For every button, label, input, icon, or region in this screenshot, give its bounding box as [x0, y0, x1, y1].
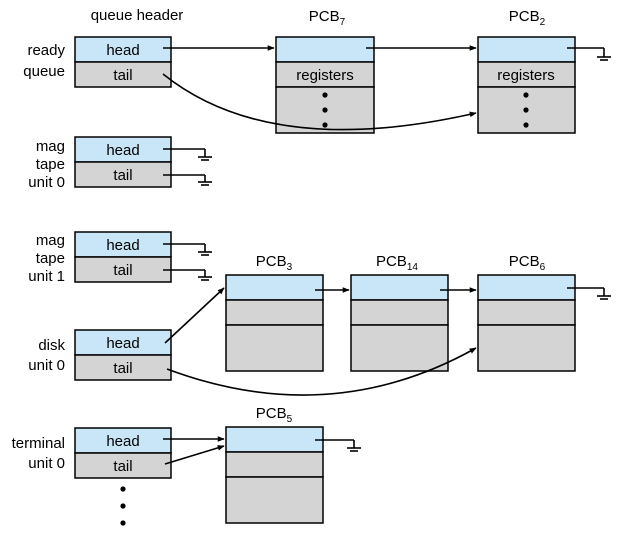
- pcb14-block: [350, 274, 449, 372]
- pcb2-label: PCB2: [509, 8, 546, 28]
- svg-text:tape: tape: [36, 156, 65, 173]
- terminal-unit-0-label: terminal unit 0: [12, 435, 65, 472]
- svg-text:queue: queue: [23, 63, 65, 80]
- pcb3-block: [225, 274, 324, 372]
- pcb2-dot: [523, 122, 529, 128]
- disk-tail-field: tail: [113, 360, 132, 377]
- ready-queue-label: ready queue: [23, 42, 65, 80]
- pcb7-dot: [322, 107, 328, 113]
- ground-symbol: [567, 287, 611, 300]
- ground-symbol: [163, 269, 212, 281]
- terminal-unit-0-header: head tail: [74, 427, 172, 479]
- mag1-tail-field: tail: [113, 262, 132, 279]
- svg-text:terminal: terminal: [12, 435, 65, 452]
- continuation-dot: [120, 503, 126, 509]
- ready-tail-arrow: [162, 73, 477, 131]
- pcb2-registers: registers: [497, 67, 555, 84]
- pcb2-block: registers: [477, 36, 576, 134]
- pcb7-block: registers: [275, 36, 375, 134]
- ground-symbol: [567, 47, 611, 61]
- svg-text:mag: mag: [36, 138, 65, 155]
- mag-tape-unit-1-header: head tail: [74, 231, 172, 283]
- disk-tail-arrow: [166, 347, 477, 396]
- pcb6-label: PCB6: [509, 253, 546, 273]
- mag-tape-unit-1-label: mag tape unit 1: [28, 232, 65, 285]
- ready-head-field: head: [106, 42, 139, 59]
- pcb3-label: PCB3: [256, 253, 293, 273]
- mag-tape-unit-0-label: mag tape unit 0: [28, 138, 65, 191]
- ready-tail-field: tail: [113, 67, 132, 84]
- ground-symbol: [163, 148, 212, 161]
- pcb5-block: [225, 426, 324, 524]
- ready-queue-header: head tail: [74, 36, 172, 88]
- pcb2-dot: [523, 92, 529, 98]
- disk-head-field: head: [106, 335, 139, 352]
- terminal-head-field: head: [106, 433, 139, 450]
- mag0-head-field: head: [106, 142, 139, 159]
- pcb14-label: PCB14: [376, 253, 418, 273]
- svg-text:disk: disk: [38, 337, 65, 354]
- pcb7-dot: [322, 92, 328, 98]
- svg-text:unit 0: unit 0: [28, 455, 65, 472]
- mag0-tail-field: tail: [113, 167, 132, 184]
- ground-symbol: [315, 439, 361, 452]
- svg-text:unit 0: unit 0: [28, 174, 65, 191]
- terminal-tail-field: tail: [113, 458, 132, 475]
- svg-text:mag: mag: [36, 232, 65, 249]
- pcb5-label: PCB5: [256, 405, 293, 425]
- svg-text:ready: ready: [27, 42, 65, 59]
- svg-text:tape: tape: [36, 250, 65, 267]
- pcb7-dot: [322, 122, 328, 128]
- pcb7-registers: registers: [296, 67, 354, 84]
- svg-text:unit 1: unit 1: [28, 268, 65, 285]
- mag-tape-unit-0-header: head tail: [74, 136, 172, 188]
- disk-head-arrow: [164, 287, 225, 344]
- continuation-dot: [120, 520, 126, 526]
- terminal-tail-arrow: [164, 445, 225, 465]
- pcb2-dot: [523, 107, 529, 113]
- disk-unit-0-label: disk unit 0: [28, 337, 65, 374]
- pcb7-label: PCB7: [309, 8, 346, 28]
- svg-text:unit 0: unit 0: [28, 357, 65, 374]
- ground-symbol: [163, 174, 212, 186]
- queue-header-title: queue header: [91, 7, 184, 24]
- ground-symbol: [163, 243, 212, 256]
- continuation-dot: [120, 486, 126, 492]
- disk-unit-0-header: head tail: [74, 329, 172, 381]
- mag1-head-field: head: [106, 237, 139, 254]
- pcb6-block: [477, 274, 576, 372]
